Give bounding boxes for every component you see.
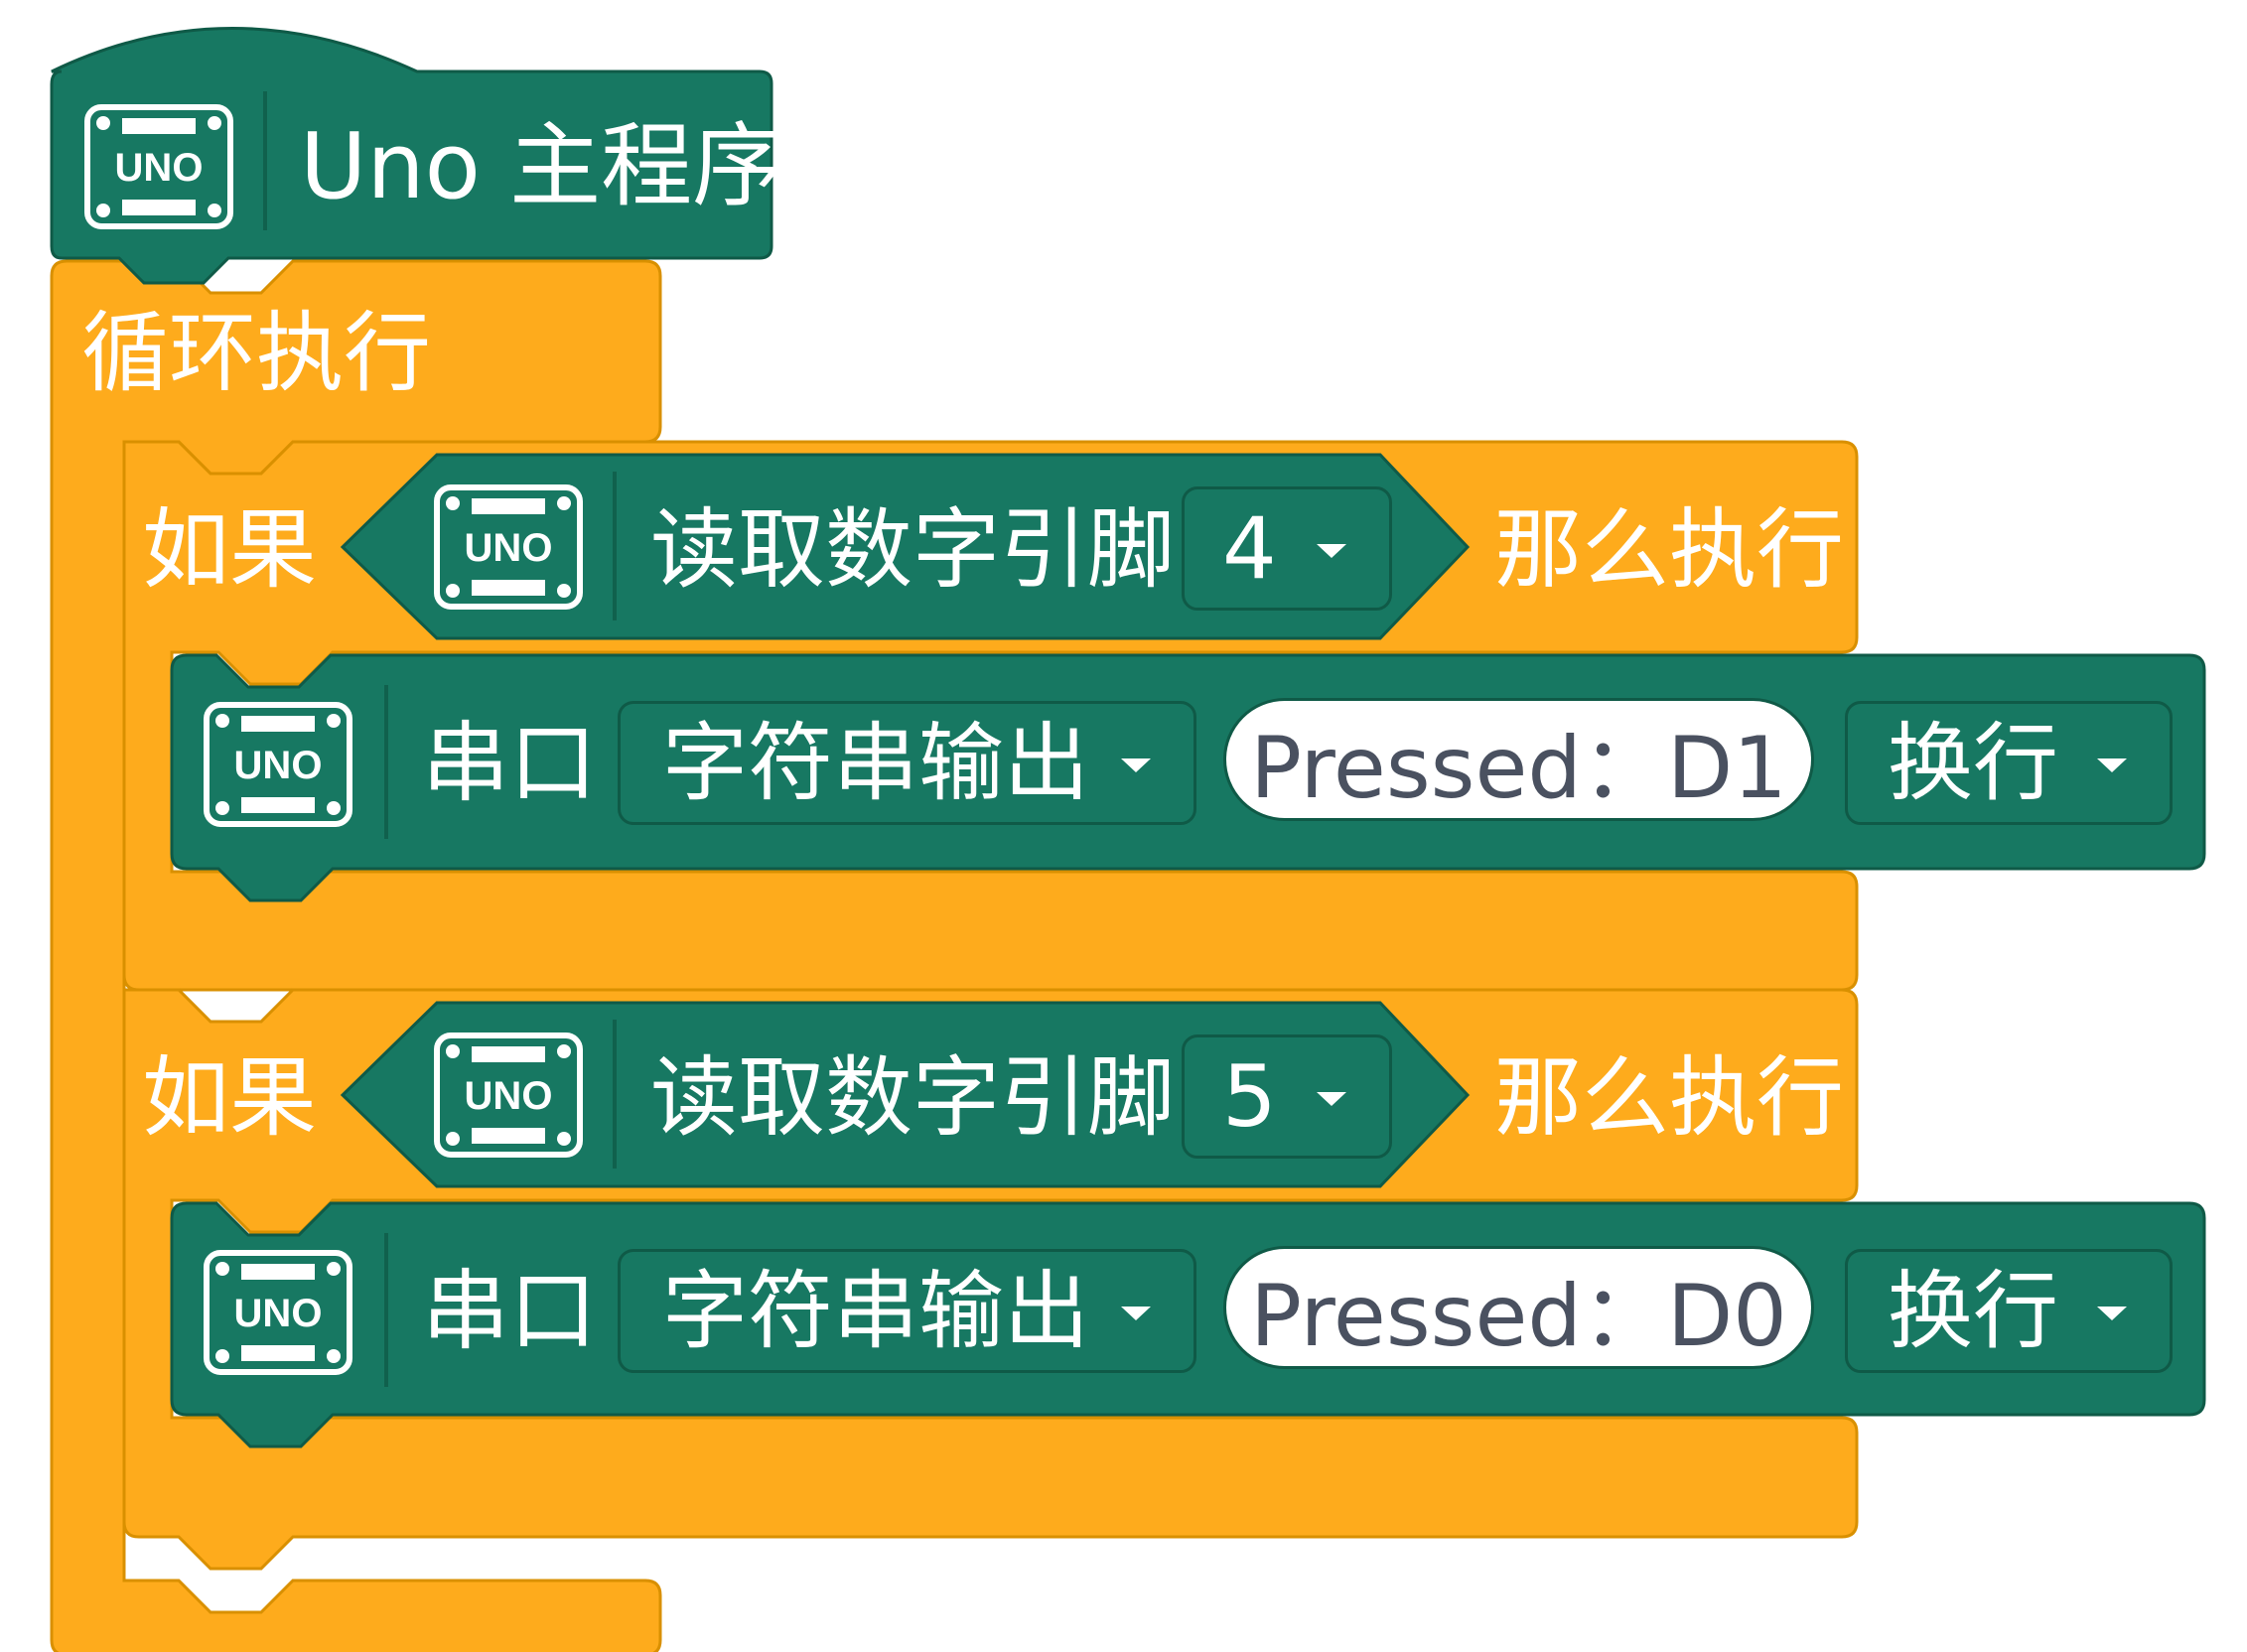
svg-text:UNO: UNO [234, 1292, 323, 1335]
pin-value: 4 [1222, 498, 1277, 599]
pin-dropdown[interactable]: 4 [1182, 486, 1392, 611]
text-input[interactable]: Pressed：D1 [1223, 698, 1814, 821]
loop-block[interactable] [50, 259, 662, 1652]
newline-dropdown[interactable]: 换行 [1845, 701, 2173, 825]
output-mode-dropdown[interactable]: 字符串输出 [618, 1249, 1196, 1373]
newline-value: 换行 [1888, 1261, 2058, 1361]
uno-board-icon: UNO [204, 702, 352, 831]
caret-down-icon [1317, 543, 1346, 558]
text-input[interactable]: Pressed：D0 [1223, 1246, 1814, 1369]
serial-label: 串口 [422, 712, 598, 814]
svg-text:UNO: UNO [115, 146, 204, 190]
uno-board-icon: UNO [434, 484, 583, 614]
svg-text:UNO: UNO [465, 1074, 553, 1118]
pin-value: 5 [1222, 1046, 1277, 1147]
output-mode-value: 字符串输出 [662, 713, 1089, 813]
separator [384, 1233, 388, 1387]
caret-down-icon [2097, 757, 2127, 772]
caret-down-icon [2097, 1306, 2127, 1320]
svg-text:UNO: UNO [465, 526, 553, 570]
separator [613, 472, 617, 620]
uno-board-icon: UNO [204, 1250, 352, 1379]
if-label: 如果 [142, 498, 318, 601]
newline-dropdown[interactable]: 换行 [1845, 1249, 2173, 1373]
svg-text:UNO: UNO [234, 744, 323, 787]
hat-label: Uno 主程序 [300, 113, 784, 219]
caret-down-icon [1317, 1091, 1346, 1106]
separator [384, 685, 388, 839]
uno-board-icon: UNO [84, 104, 233, 233]
caret-down-icon [1121, 757, 1151, 772]
separator [263, 91, 267, 230]
separator [613, 1020, 617, 1169]
serial-label: 串口 [422, 1260, 598, 1362]
output-mode-dropdown[interactable]: 字符串输出 [618, 701, 1196, 825]
output-mode-value: 字符串输出 [662, 1261, 1089, 1361]
condition-label: 读取数字引脚 [650, 1046, 1176, 1149]
loop-label: 循环执行 [81, 302, 432, 404]
then-label: 那么执行 [1494, 1046, 1845, 1149]
caret-down-icon [1121, 1306, 1151, 1320]
uno-board-icon: UNO [434, 1032, 583, 1162]
condition-label: 读取数字引脚 [650, 498, 1176, 601]
pin-dropdown[interactable]: 5 [1182, 1034, 1392, 1159]
newline-value: 换行 [1888, 713, 2058, 813]
if-label: 如果 [142, 1046, 318, 1149]
then-label: 那么执行 [1494, 498, 1845, 601]
